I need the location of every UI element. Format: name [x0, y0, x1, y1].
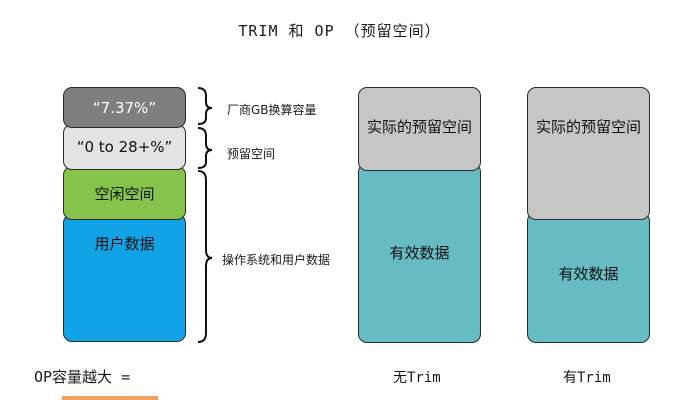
partial-highlight — [62, 396, 158, 400]
no-trim-reserved-block: 实际的预留空间 — [358, 87, 481, 171]
no-trim-reserved-label: 实际的预留空间 — [366, 118, 472, 136]
bracket-reserved — [197, 127, 213, 169]
free-space-block: 空闲空间 — [63, 166, 186, 220]
trim-valid-label: 有效数据 — [558, 265, 619, 283]
vendor-gb-label: “7.37%” — [92, 98, 157, 117]
diagram-title: TRIM 和 OP （预留空间） — [238, 22, 441, 40]
trim-reserved-block: 实际的预留空间 — [527, 87, 650, 220]
reserved-space-label: 预留空间 — [227, 147, 276, 161]
user-data-block: 用户数据 — [63, 214, 186, 342]
bracket-os-user — [197, 170, 213, 343]
free-space-label: 空闲空间 — [94, 184, 155, 203]
os-user-data-label: 操作系统和用户数据 — [222, 253, 331, 267]
no-trim-valid-block: 有效数据 — [358, 163, 481, 343]
op-range-label: “0 to 28+%” — [76, 138, 173, 156]
trim-caption: 有Trim — [563, 370, 611, 386]
vendor-capacity-label: 厂商GB换算容量 — [227, 103, 317, 117]
op-capacity-text: OP容量越大 = — [34, 368, 131, 386]
bracket-vendor — [197, 87, 213, 125]
vendor-gb-block: “7.37%” — [63, 87, 186, 128]
trim-valid-block: 有效数据 — [527, 212, 650, 343]
no-trim-caption: 无Trim — [393, 370, 441, 386]
user-data-label: 用户数据 — [94, 235, 155, 253]
op-range-block: “0 to 28+%” — [63, 124, 186, 170]
no-trim-valid-label: 有效数据 — [389, 244, 450, 262]
trim-reserved-label: 实际的预留空间 — [535, 118, 641, 136]
